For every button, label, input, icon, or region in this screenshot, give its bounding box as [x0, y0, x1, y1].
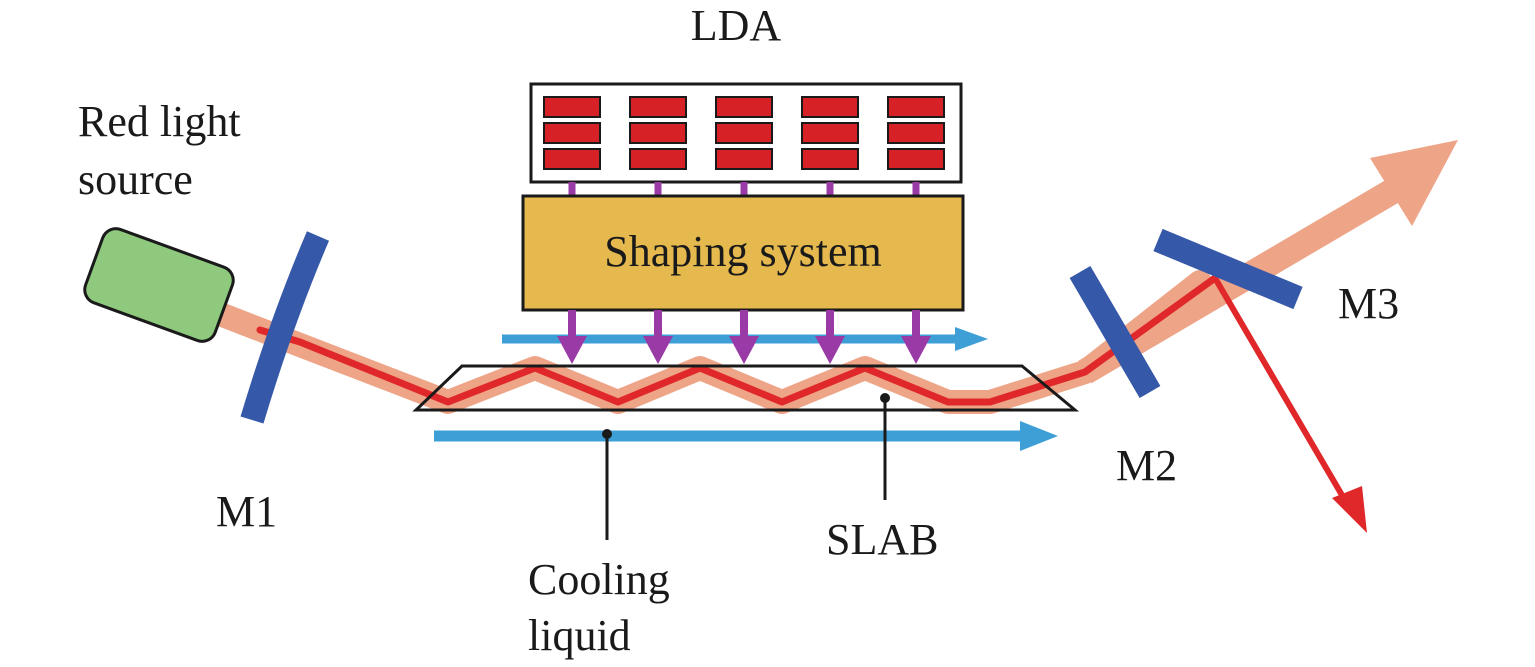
- lda-pump-links: [568, 182, 920, 196]
- diode-bar: [887, 122, 945, 144]
- diode-bar: [629, 148, 687, 170]
- pump-arrow: [815, 310, 845, 364]
- red-light-source: [83, 227, 235, 343]
- pump-arrow: [557, 310, 587, 364]
- m2-label: M2: [1116, 441, 1177, 490]
- diode-bar: [887, 96, 945, 118]
- cooling-liquid-label-line2: liquid: [528, 611, 631, 660]
- shaping-system-box: [521, 194, 965, 312]
- m1-label: M1: [216, 487, 277, 536]
- diode-bar: [715, 148, 773, 170]
- mirror-m3: [1153, 228, 1303, 310]
- pump-arrow: [901, 310, 931, 364]
- diode-bar: [543, 148, 601, 170]
- cooling-liquid-label-line1: Cooling: [528, 555, 670, 604]
- red-light-source-label-line2: source: [78, 155, 193, 204]
- diode-bar: [801, 148, 859, 170]
- reflected-beam: [1212, 276, 1367, 533]
- cooling-liquid-callout: [602, 429, 612, 540]
- mirror-m2: [1069, 265, 1161, 399]
- cooling-flow-lower: [434, 421, 1058, 451]
- slab-label: SLAB: [826, 515, 938, 564]
- diode-bar: [715, 96, 773, 118]
- lda-label: LDA: [691, 1, 782, 50]
- m3-label: M3: [1338, 279, 1399, 328]
- mirror-m1: [240, 231, 330, 424]
- diode-bar: [801, 122, 859, 144]
- diode-bar: [801, 96, 859, 118]
- diode-bar: [629, 96, 687, 118]
- pump-arrow: [729, 310, 759, 364]
- diode-bar: [543, 96, 601, 118]
- slab-callout: [880, 393, 890, 500]
- shaping-system-label: Shaping system: [604, 227, 881, 276]
- pump-arrow: [643, 310, 673, 364]
- pump-arrows: [557, 310, 931, 364]
- diode-bar: [543, 122, 601, 144]
- red-light-source-label-line1: Red light: [78, 97, 241, 146]
- laser-beam-core: [256, 274, 1219, 406]
- diode-bar: [887, 148, 945, 170]
- lda-diodes: [543, 96, 945, 170]
- slab: [412, 364, 1080, 412]
- diode-bar: [629, 122, 687, 144]
- diode-bar: [715, 122, 773, 144]
